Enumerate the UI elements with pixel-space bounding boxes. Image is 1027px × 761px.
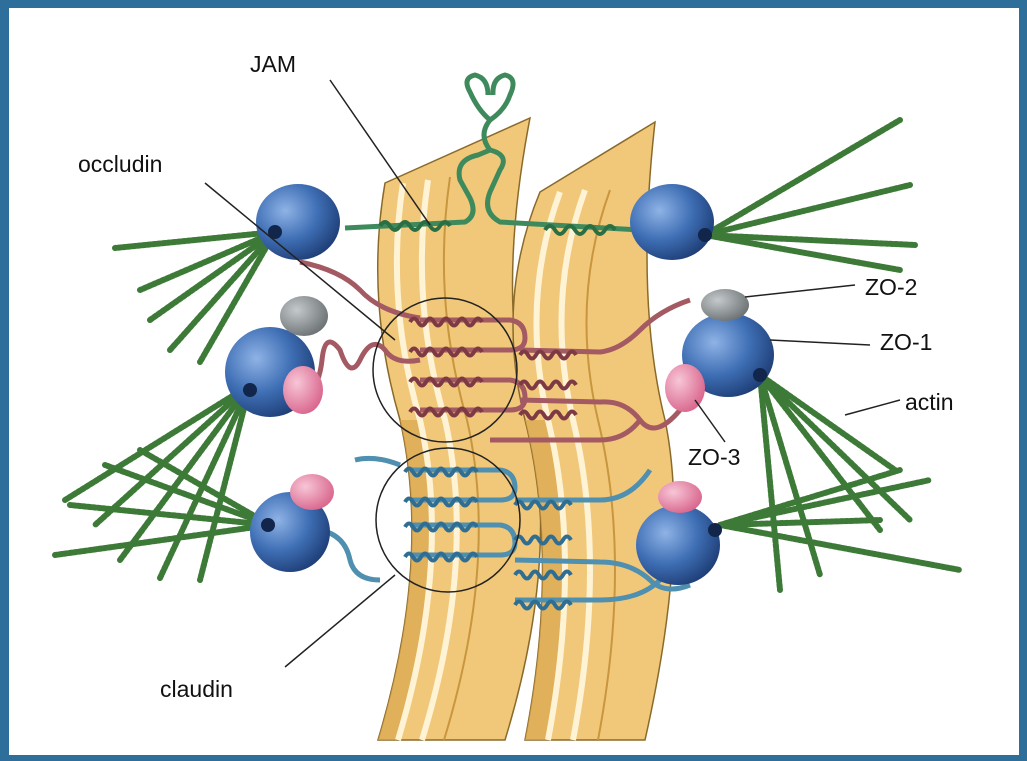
label-zo3: ZO-3 [688,444,740,470]
label-jam: JAM [250,51,296,77]
zo1-sphere-top-left [256,184,340,260]
zo1-sphere-bottom-right [636,505,720,585]
zo3-left-mid [283,366,323,414]
left-membrane [378,118,541,740]
label-zo1: ZO-1 [880,329,932,355]
zo1-sphere-top-right [630,184,714,260]
label-occludin: occludin [78,151,162,177]
zo3-right-bottom [658,481,702,513]
label-claudin: claudin [160,676,233,702]
label-actin: actin [905,389,954,415]
label-zo2: ZO-2 [865,274,917,300]
zo2-left [280,296,328,336]
zo2-right [701,289,749,321]
zo3-left-bottom [290,474,334,510]
